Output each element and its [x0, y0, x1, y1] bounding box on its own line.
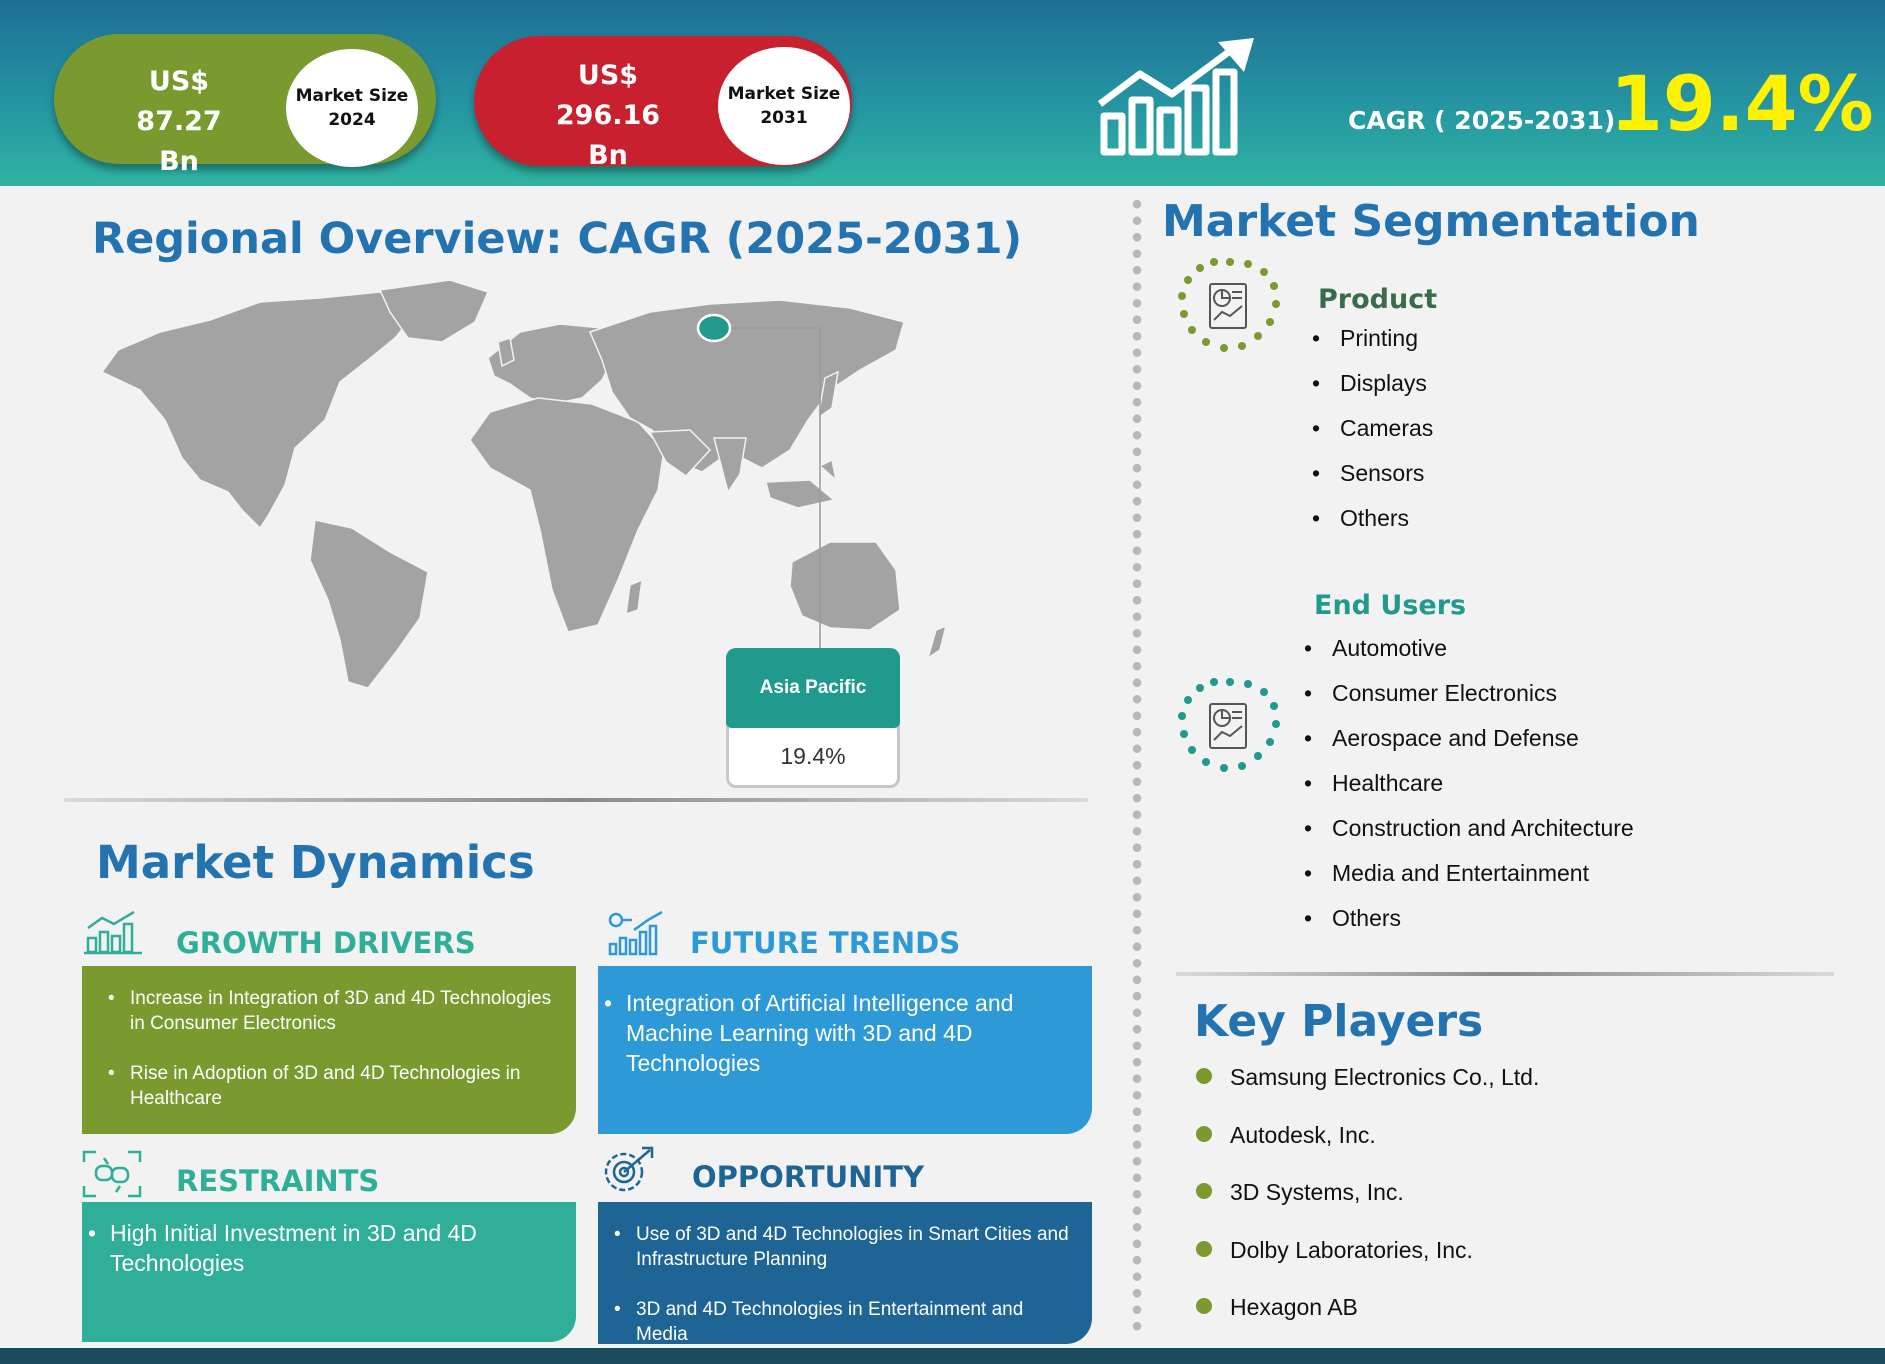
- product-item: Printing: [1312, 324, 1433, 369]
- future-trends-title: FUTURE TRENDS: [690, 926, 961, 960]
- opportunity-item: 3D and 4D Technologies in Entertainment …: [614, 1297, 1076, 1347]
- end-user-item: Consumer Electronics: [1304, 679, 1634, 724]
- growth-chart-icon: [1097, 38, 1254, 156]
- cagr-label: CAGR ( 2025-2031): [1348, 106, 1616, 135]
- bullet-dot-icon: [1196, 1183, 1212, 1199]
- end-user-item: Healthcare: [1304, 769, 1634, 814]
- market-size-2031-value: US$ 296.16 Bn: [555, 60, 661, 171]
- divider: [1176, 972, 1834, 976]
- market-size-2031-label: Market Size 2031: [718, 47, 850, 165]
- market-segmentation-title: Market Segmentation: [1162, 196, 1700, 247]
- end-users-segment-icon: [1178, 678, 1280, 772]
- end-users-segment-list: Automotive Consumer Electronics Aerospac…: [1304, 634, 1634, 949]
- growth-drivers-title: GROWTH DRIVERS: [176, 926, 476, 960]
- market-size-2024-label: Market Size 2024: [286, 49, 418, 167]
- end-user-item: Media and Entertainment: [1304, 859, 1634, 904]
- key-player-item: Dolby Laboratories, Inc.: [1196, 1235, 1539, 1293]
- bullet-dot-icon: [1196, 1240, 1212, 1257]
- header-banner: US$ 87.27 Bn Market Size 2024 US$ 296.16…: [0, 0, 1885, 186]
- restraints-icon: [82, 1150, 142, 1198]
- opportunity-box: Use of 3D and 4D Technologies in Smart C…: [598, 1202, 1092, 1347]
- future-trend-item: Integration of Artificial Intelligence a…: [604, 988, 1066, 1078]
- regional-overview-title: Regional Overview: CAGR (2025-2031): [92, 214, 1023, 264]
- footer-bar: [0, 1348, 1885, 1364]
- end-user-item: Automotive: [1304, 634, 1634, 679]
- growth-driver-item: Increase in Integration of 3D and 4D Tec…: [108, 986, 560, 1036]
- key-players-list: Samsung Electronics Co., Ltd. Autodesk, …: [1196, 1062, 1539, 1350]
- end-user-item: Others: [1304, 904, 1634, 949]
- restraints-box: High Initial Investment in 3D and 4D Tec…: [82, 1202, 576, 1342]
- bullet-dot-icon: [1196, 1125, 1212, 1142]
- cagr-value: 19.4%: [1610, 59, 1874, 148]
- asia-pacific-cagr: 19.4%: [780, 743, 846, 769]
- growth-drivers-box: Increase in Integration of 3D and 4D Tec…: [82, 966, 576, 1134]
- restraints-title: RESTRAINTS: [176, 1164, 380, 1198]
- market-size-2024-pill: US$ 87.27 Bn Market Size 2024: [54, 34, 436, 177]
- divider: [64, 798, 1088, 802]
- key-player-item: Autodesk, Inc.: [1196, 1120, 1539, 1178]
- product-item: Sensors: [1312, 459, 1433, 504]
- growth-driver-item: Rise in Adoption of 3D and 4D Technologi…: [108, 1061, 560, 1111]
- vertical-dotted-divider: [1132, 196, 1142, 1336]
- opportunity-title: OPPORTUNITY: [692, 1160, 925, 1194]
- opportunity-item: Use of 3D and 4D Technologies in Smart C…: [614, 1222, 1076, 1272]
- product-item: Others: [1312, 504, 1433, 549]
- growth-drivers-icon: [84, 910, 142, 955]
- key-player-item: Samsung Electronics Co., Ltd.: [1196, 1062, 1539, 1120]
- restraint-item: High Initial Investment in 3D and 4D Tec…: [88, 1218, 550, 1278]
- key-players-title: Key Players: [1194, 996, 1484, 1047]
- product-segment-icon: [1178, 258, 1280, 352]
- key-player-item: Hexagon AB: [1196, 1292, 1539, 1350]
- market-size-2024-value: US$ 87.27 Bn: [136, 66, 222, 177]
- asia-pacific-label: Asia Pacific: [726, 648, 900, 728]
- product-segment-title: Product: [1318, 284, 1438, 315]
- end-user-item: Aerospace and Defense: [1304, 724, 1634, 769]
- future-trends-icon: [608, 910, 663, 956]
- end-users-segment-title: End Users: [1314, 590, 1467, 621]
- world-map: [100, 280, 948, 689]
- asia-pacific-marker: [696, 313, 732, 343]
- product-segment-list: Printing Displays Cameras Sensors Others: [1312, 324, 1433, 549]
- product-item: Cameras: [1312, 414, 1433, 459]
- opportunity-icon: [604, 1146, 654, 1192]
- bullet-dot-icon: [1196, 1298, 1212, 1314]
- end-user-item: Construction and Architecture: [1304, 814, 1634, 859]
- product-item: Displays: [1312, 369, 1433, 414]
- future-trends-box: Integration of Artificial Intelligence a…: [598, 966, 1092, 1134]
- bullet-dot-icon: [1196, 1068, 1212, 1084]
- asia-pacific-callout: Asia Pacific 19.4%: [726, 648, 900, 788]
- market-dynamics-title: Market Dynamics: [96, 836, 535, 889]
- market-size-2031-pill: US$ 296.16 Bn Market Size 2031: [474, 36, 852, 171]
- key-player-item: 3D Systems, Inc.: [1196, 1177, 1539, 1235]
